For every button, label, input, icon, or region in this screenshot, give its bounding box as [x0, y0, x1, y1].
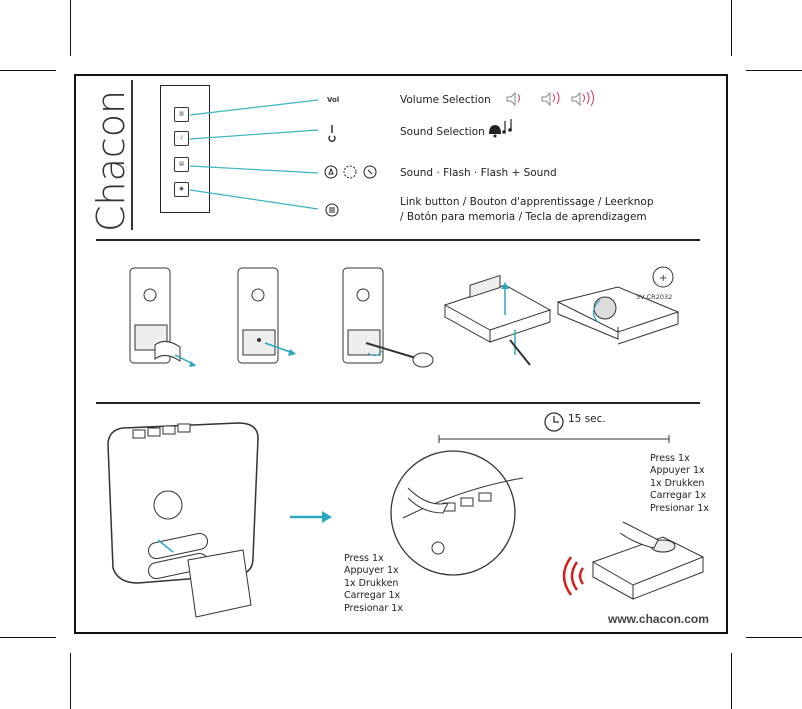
sound-key-icon: ♪	[174, 131, 189, 146]
press-line: Appuyer 1x	[344, 565, 399, 577]
crop-mark	[70, 653, 71, 709]
link-button-icon	[325, 203, 339, 217]
sound-flash-icons	[324, 165, 377, 179]
manual-frame	[74, 74, 728, 634]
link-key-icon: ◉	[174, 182, 189, 197]
press-line: Carregar 1x	[650, 490, 707, 502]
website-url: www.chacon.com	[608, 612, 709, 626]
battery-type-label: 3V CR2032	[636, 293, 673, 301]
next-step-arrow	[290, 511, 332, 523]
crop-mark	[746, 637, 802, 638]
crop-mark	[731, 0, 732, 56]
sound-selection-text: Sound Selection	[400, 126, 485, 138]
volume-key-icon: ▥	[174, 107, 189, 122]
coin-battery-illustration: +	[556, 266, 680, 345]
press-line: Press 1x	[344, 553, 384, 564]
volume-levels-icon	[506, 89, 594, 107]
press-instructions-left: Press 1x Appuyer 1x 1x Drukken Carregar …	[344, 553, 403, 615]
crop-mark	[746, 70, 802, 71]
press-link-button-closeup	[390, 450, 524, 576]
thermometer-sound-icon	[328, 125, 336, 142]
bell-music-icon	[489, 119, 512, 138]
logo-text: Chacon	[89, 90, 133, 232]
chacon-logo: Chacon	[89, 90, 133, 232]
vol-tag: Vol	[327, 96, 340, 104]
link-button-text-2: / Botón para memoria / Tecla de aprendiz…	[400, 211, 647, 223]
transmitter-push-illustration	[591, 521, 705, 600]
timer-span-line	[438, 435, 670, 443]
battery-release-illustration	[443, 274, 552, 366]
press-line: Carregar 1x	[344, 590, 401, 602]
receiver-battery-illustration	[107, 422, 259, 618]
press-line: Presionar 1x	[650, 502, 709, 514]
clock-icon	[544, 412, 564, 432]
section-divider	[96, 239, 700, 241]
signal-waves-icon	[562, 556, 585, 596]
sound-flash-text: Sound · Flash · Flash + Sound	[400, 167, 557, 179]
crop-mark	[70, 0, 71, 56]
open-cover-step-illustration	[129, 267, 196, 367]
crop-mark	[0, 70, 56, 71]
remove-board-step-illustration	[237, 267, 296, 364]
mode-key-icon: ▤	[174, 157, 189, 172]
press-line: Appuyer 1x	[650, 465, 705, 477]
timer-label: 15 sec.	[568, 413, 606, 425]
screwdriver-step-illustration	[342, 267, 434, 368]
press-line: Press 1x	[650, 453, 690, 464]
press-instructions-right: Press 1x Appuyer 1x 1x Drukken Carregar …	[650, 453, 709, 515]
logo-divider	[131, 80, 133, 230]
svg-text:+: +	[659, 273, 667, 284]
crop-mark	[0, 637, 56, 638]
press-line: Presionar 1x	[344, 602, 403, 614]
link-button-text-1: Link button / Bouton d'apprentissage / L…	[400, 196, 654, 208]
volume-selection-text: Volume Selection	[400, 94, 491, 106]
crop-mark	[731, 653, 732, 709]
press-line: 1x Drukken	[650, 477, 705, 489]
press-line: 1x Drukken	[344, 577, 399, 589]
section-divider	[96, 402, 700, 404]
